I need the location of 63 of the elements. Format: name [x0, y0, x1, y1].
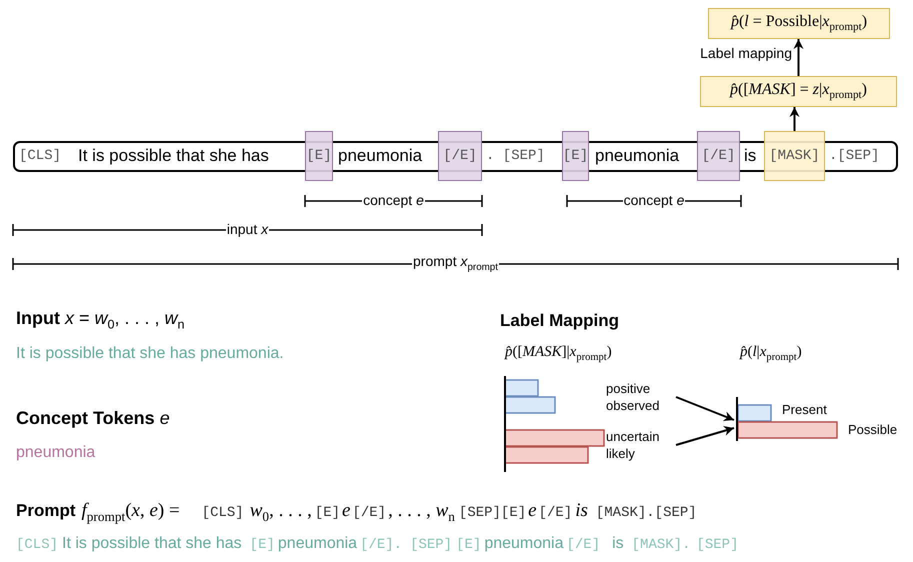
mapped-words-text: positive observed	[606, 380, 676, 414]
mask-token-box	[764, 131, 825, 181]
entity-marker-box	[438, 131, 482, 181]
token-text: [MASK]	[769, 148, 820, 164]
example-sentence: pneumonia	[278, 535, 358, 553]
token-text: [/E]	[566, 537, 600, 553]
chart-title: p̂(l|x$_{prompt}$)	[740, 344, 802, 363]
concept-word: pneumonia	[16, 444, 96, 462]
token-text: [E]	[562, 148, 588, 164]
token-text: [/E].	[360, 537, 402, 553]
formula-text: e	[342, 500, 350, 522]
token-text: [CLS]	[19, 148, 62, 164]
sentence-text: It is possible that she has	[78, 146, 269, 166]
entity-marker-box	[562, 131, 589, 181]
token-text: [/E]	[443, 148, 477, 164]
entity-marker-box	[697, 131, 740, 181]
section-heading: Label Mapping	[500, 311, 619, 331]
token-text: [CLS]	[202, 505, 244, 521]
probability-formula: p̂(l = Possible|x$_{prompt}$)	[730, 13, 868, 34]
sentence-text: pneumonia	[338, 146, 422, 166]
formula-text: w$_{0}$, . . . ,	[250, 500, 312, 525]
arrow	[676, 426, 734, 446]
section-heading: Input x = w$_{0}$, . . . , w$_{n}$	[16, 308, 185, 332]
token-text: [MASK].	[632, 537, 690, 553]
probability-box	[700, 76, 897, 107]
token-text: [CLS]	[16, 537, 58, 553]
token-text: [E]	[456, 537, 482, 553]
sentence-text: pneumonia	[595, 146, 680, 166]
bar-label: Possible	[848, 422, 898, 437]
probability-formula: p̂([MASK] = z|x$_{prompt}$)	[730, 81, 867, 102]
section-heading: Concept Tokens e	[16, 408, 170, 429]
formula-text: , . . . , w$_{n}$	[388, 500, 455, 525]
probability-box	[708, 8, 890, 39]
arrow	[794, 39, 804, 76]
formula-text: is	[575, 500, 588, 522]
token-text: [/E]	[702, 148, 736, 164]
token-text: [SEP]	[696, 537, 738, 553]
token-text: [SEP]	[410, 537, 452, 553]
example-sentence: pneumonia	[484, 535, 564, 553]
token-text: [E]	[314, 505, 340, 521]
token-text: .[SEP]	[829, 148, 880, 164]
token-text: [E]	[306, 148, 332, 164]
example-sentence: is	[612, 535, 624, 553]
formula-text: e	[528, 500, 537, 522]
sentence-text: is	[744, 146, 756, 166]
token-text: [MASK].[SEP]	[596, 505, 697, 521]
section-heading: Prompt	[16, 501, 76, 521]
dimension-label: input x	[226, 221, 270, 237]
formula-text: f$_{prompt}$(x, e) =	[82, 500, 180, 525]
token-text: [SEP][E]	[458, 505, 526, 521]
chart-title: p̂([MASK]|x$_{prompt}$)	[505, 344, 612, 363]
example-sentence: It is possible that she has pneumonia.	[16, 345, 284, 363]
mapped-words-text: uncertain likely	[606, 428, 676, 462]
bar-label: Present	[782, 402, 827, 417]
token-text: [/E]	[352, 505, 386, 521]
token-text: [/E]	[538, 505, 572, 521]
edge-label: Label mapping	[700, 45, 792, 61]
token-text: [E]	[250, 537, 275, 553]
entity-marker-box	[305, 131, 333, 181]
arrow	[676, 396, 734, 421]
example-sentence: It is possible that she has	[62, 535, 242, 553]
arrow	[790, 107, 800, 131]
token-text: . [SEP]	[486, 148, 545, 164]
